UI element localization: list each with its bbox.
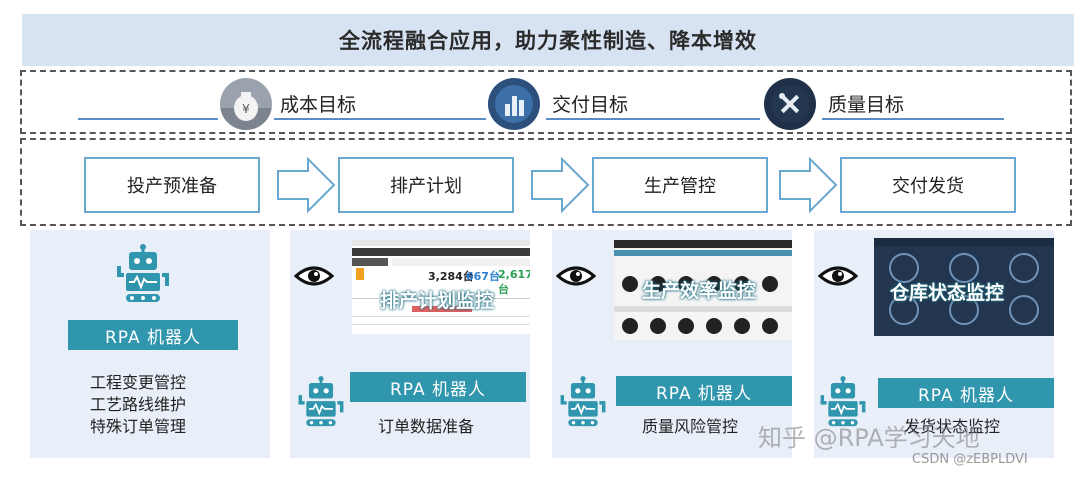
watermark-zhihu: 知乎 @RPA学习天地 bbox=[758, 424, 980, 452]
arrow-right-icon bbox=[531, 157, 590, 213]
goal-divider-line bbox=[822, 118, 1004, 120]
task-special-order: 特殊订单管理 bbox=[90, 417, 187, 436]
arrow-right-icon bbox=[277, 157, 336, 213]
goal-divider-line bbox=[274, 118, 486, 120]
arrow-right-icon bbox=[779, 157, 838, 213]
goals-row: ¥ 成本目标 交付目标 质量目标 bbox=[20, 70, 1072, 134]
bar-chart-icon bbox=[488, 78, 540, 130]
warehouse-dashboard-screenshot: 仓库状态监控 bbox=[874, 238, 1054, 336]
panel-preparation: RPA 机器人 工程变更管控 工艺路线维护 特殊订单管理 bbox=[30, 230, 270, 458]
rpa-robot-label: RPA 机器人 bbox=[616, 376, 792, 406]
eye-icon bbox=[556, 266, 596, 286]
eye-icon bbox=[818, 266, 858, 286]
tools-icon bbox=[764, 78, 816, 130]
title-banner: 全流程融合应用，助力柔性制造、降本增效 bbox=[22, 14, 1074, 66]
goal-divider-line bbox=[546, 118, 760, 120]
robot-icon bbox=[298, 376, 344, 427]
goal-label-delivery: 交付目标 bbox=[552, 94, 629, 116]
money-bag-icon: ¥ bbox=[220, 78, 272, 130]
step-delivery: 交付发货 bbox=[840, 157, 1016, 213]
panel-production-control: 生产效率监控 RPA 机器人 质量风险管控 bbox=[552, 230, 792, 458]
monitor-label: 仓库状态监控 bbox=[890, 282, 1005, 304]
task-engineering-change: 工程变更管控 bbox=[90, 373, 187, 392]
robot-icon bbox=[820, 376, 866, 427]
process-flow: 投产预准备 排产计划 生产管控 交付发货 bbox=[20, 138, 1072, 226]
task-shipping-status: 发货状态监控 bbox=[904, 417, 1001, 436]
watermark-csdn: CSDN @zEBPLDVI bbox=[912, 452, 1028, 467]
panel-scheduling: 3,284台 667台 2,617台 排产计划监控 RPA 机器人 订单数据准备 bbox=[290, 230, 530, 458]
scheduling-dashboard-screenshot: 3,284台 667台 2,617台 排产计划监控 bbox=[352, 240, 530, 334]
panel-delivery: 仓库状态监控 RPA 机器人 发货状态监控 bbox=[814, 230, 1054, 458]
goal-label-cost: 成本目标 bbox=[280, 94, 357, 116]
rpa-robot-label: RPA 机器人 bbox=[68, 320, 238, 350]
task-quality-risk: 质量风险管控 bbox=[642, 417, 739, 436]
goal-divider-line bbox=[78, 118, 218, 120]
task-order-data: 订单数据准备 bbox=[378, 417, 475, 436]
svg-text:¥: ¥ bbox=[242, 102, 250, 116]
step-preparation: 投产预准备 bbox=[84, 157, 260, 213]
monitor-label: 生产效率监控 bbox=[642, 280, 757, 302]
stat-scheduled: 667台 bbox=[466, 270, 500, 283]
goal-label-quality: 质量目标 bbox=[828, 94, 905, 116]
rpa-robot-label: RPA 机器人 bbox=[350, 372, 526, 402]
eye-icon bbox=[294, 266, 334, 286]
monitor-label: 排产计划监控 bbox=[380, 290, 495, 312]
page-title: 全流程融合应用，助力柔性制造、降本增效 bbox=[339, 29, 757, 53]
stat-total: 3,284台 bbox=[428, 270, 474, 283]
efficiency-dashboard-screenshot: 生产效率监控 bbox=[614, 240, 792, 340]
step-production-control: 生产管控 bbox=[592, 157, 768, 213]
step-scheduling: 排产计划 bbox=[338, 157, 514, 213]
task-process-route: 工艺路线维护 bbox=[90, 395, 187, 414]
rpa-robot-label: RPA 机器人 bbox=[878, 378, 1054, 408]
robot-icon bbox=[560, 376, 606, 427]
stat-unscheduled: 2,617台 bbox=[498, 268, 530, 296]
robot-icon bbox=[117, 244, 169, 302]
